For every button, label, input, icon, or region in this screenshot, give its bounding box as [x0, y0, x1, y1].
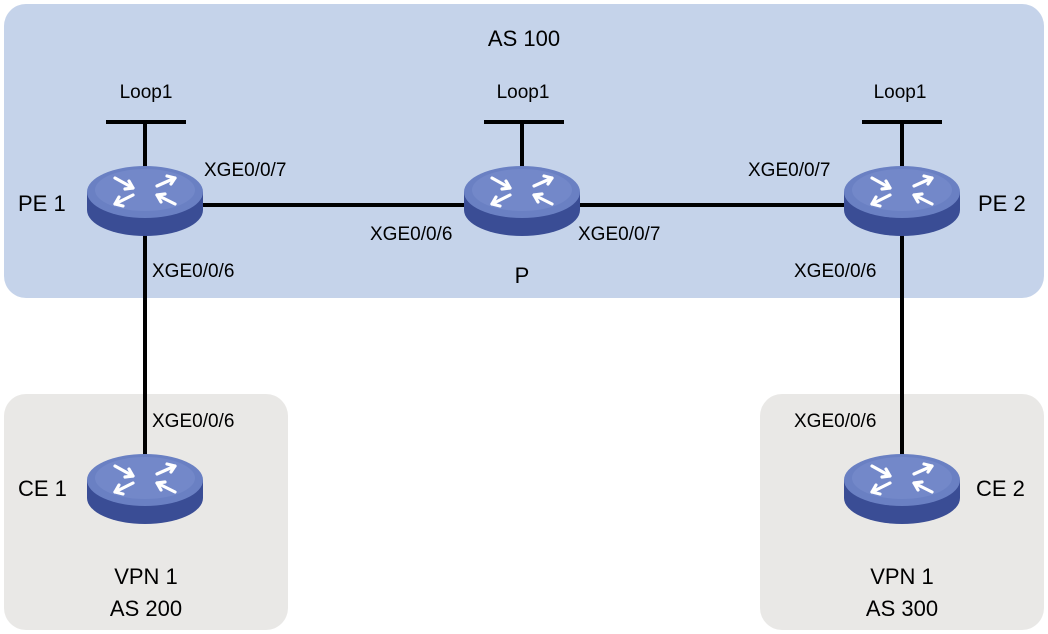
router-icon-ce1 — [85, 452, 205, 526]
port-label-pe1-down: XGE0/0/6 — [152, 261, 234, 282]
vpn-right-line1: VPN 1 — [870, 564, 934, 589]
vpn-left-line2: AS 200 — [110, 596, 182, 621]
device-label-p: P — [515, 263, 530, 288]
device-label-ce1: CE 1 — [18, 476, 67, 501]
device-label-pe2: PE 2 — [978, 191, 1026, 216]
vpn-right-line2: AS 300 — [866, 596, 938, 621]
router-icon-pe2 — [842, 164, 962, 238]
router-icon-ce2 — [842, 452, 962, 526]
port-label-pe2-left: XGE0/0/7 — [748, 160, 830, 181]
port-label-pe1-right: XGE0/0/7 — [204, 160, 286, 181]
router-icon-p — [462, 164, 582, 238]
loopback-label-p: Loop1 — [497, 82, 550, 103]
device-label-pe1: PE 1 — [18, 191, 66, 216]
loopback-label-pe1: Loop1 — [120, 82, 173, 103]
port-label-p-right: XGE0/0/7 — [578, 224, 660, 245]
vpn-left-line1: VPN 1 — [114, 564, 178, 589]
port-label-ce1-up: XGE0/0/6 — [152, 411, 234, 432]
loopback-label-pe2: Loop1 — [874, 82, 927, 103]
port-label-pe2-down: XGE0/0/6 — [794, 261, 876, 282]
port-label-ce2-up: XGE0/0/6 — [794, 411, 876, 432]
as100-label: AS 100 — [488, 26, 560, 51]
port-label-p-left: XGE0/0/6 — [370, 224, 452, 245]
router-icon-pe1 — [85, 164, 205, 238]
device-label-ce2: CE 2 — [976, 476, 1025, 501]
